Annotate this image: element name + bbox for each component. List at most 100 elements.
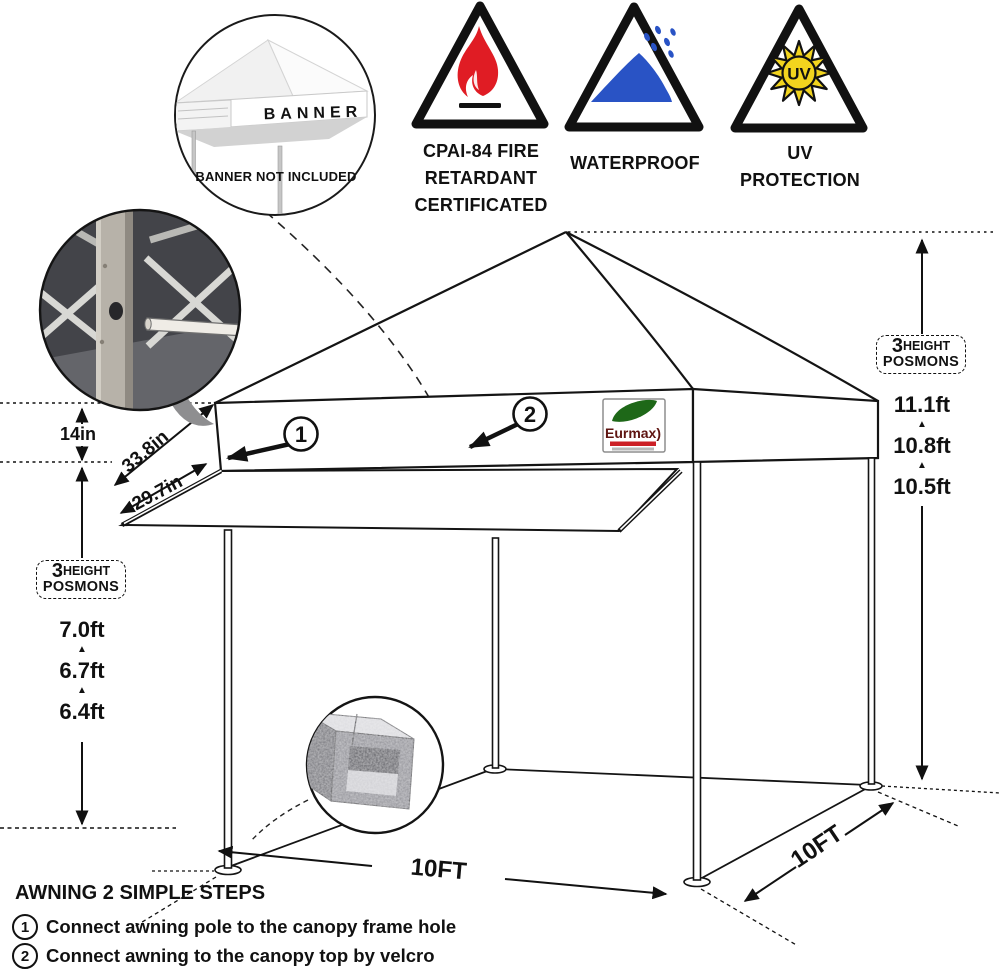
roof-diagonal-label: 33.8in xyxy=(118,426,173,477)
leg-post-highlight xyxy=(96,210,101,410)
callout-1: 1 xyxy=(226,416,319,462)
side-width-arrow-bottom xyxy=(743,866,797,902)
ground-edge-back xyxy=(496,768,869,786)
callout-1-arrow xyxy=(226,441,291,462)
callout-2-circle xyxy=(512,396,548,432)
step-row-2: 2 Connect awning to the canopy top by ve… xyxy=(12,943,435,969)
caret-up-icon: ▲ xyxy=(77,685,87,696)
photo-inset-content xyxy=(40,210,240,410)
flame-shape xyxy=(457,26,499,97)
tube-cavity-floor xyxy=(346,770,398,796)
callout-2-number: 2 xyxy=(524,402,536,427)
height-value: 7.0ft xyxy=(59,617,105,642)
height-word: HEIGHT xyxy=(62,564,111,578)
droplet xyxy=(650,42,658,52)
step-2-text: Connect awning to the canopy top by velc… xyxy=(46,945,435,966)
height-count: 3 xyxy=(51,560,63,582)
positions-word: POSMONS xyxy=(882,354,960,370)
step-1-number-icon: 1 xyxy=(12,914,38,940)
back-left-leg xyxy=(491,537,500,769)
back-right-foot-reference-line xyxy=(881,785,1000,794)
sun-uv-text: UV xyxy=(787,65,811,84)
roof-right-ridge xyxy=(565,231,879,402)
banner-rail-section xyxy=(176,99,232,132)
frame-hole xyxy=(109,302,123,320)
logo-red-bar xyxy=(610,441,656,446)
front-width-arrow-left xyxy=(217,845,373,867)
water-shape xyxy=(591,53,672,102)
dimension-arrows xyxy=(75,238,929,902)
height-values-left: 7.0ft ▲ 6.7ft ▲ 6.4ft xyxy=(36,617,128,724)
roof-front-ridge xyxy=(565,231,694,390)
height-positions-box-left: 3HEIGHT POSMONS xyxy=(36,560,126,599)
valance-height-label: 14in xyxy=(59,424,97,444)
photo-inset-border xyxy=(38,208,242,412)
callout-1-circle xyxy=(283,416,319,452)
photo-floor xyxy=(40,322,240,410)
banner-rail-stripes xyxy=(177,107,229,120)
height-positions-box-right: 3HEIGHT POSMONS xyxy=(876,335,966,374)
caption-line: CPAI-84 FIRE xyxy=(422,141,540,161)
height-value: 10.8ft xyxy=(893,433,951,458)
eurmax-logo: Eurmax) xyxy=(602,398,666,453)
rivet xyxy=(99,339,105,345)
front-right-leg xyxy=(692,461,702,881)
positions-word: POSMONS xyxy=(42,579,120,595)
banner-canopy-underside xyxy=(176,117,367,147)
height-values-right: 11.1ft ▲ 10.8ft ▲ 10.5ft xyxy=(874,392,970,499)
callout-2-arrow xyxy=(468,421,519,450)
leaf-icon xyxy=(612,399,657,422)
valance-right-panel xyxy=(691,387,880,464)
waterproof-icon xyxy=(564,2,704,132)
water-droplets xyxy=(643,25,676,58)
pole-cross-section-inset xyxy=(305,695,445,835)
flame-inner-highlight xyxy=(473,70,479,90)
height-word: HEIGHT xyxy=(902,339,951,353)
caret-up-icon: ▲ xyxy=(77,644,87,655)
step-2-number-icon: 2 xyxy=(12,943,38,969)
canopy-roof xyxy=(214,231,879,404)
uv-protection-icon: UV xyxy=(730,4,868,133)
awning xyxy=(118,467,683,533)
height-positions-line1: 3HEIGHT xyxy=(881,335,961,357)
uv-protection-caption: UV PROTECTION xyxy=(719,140,881,194)
sun-disc xyxy=(781,55,817,91)
awning-right-pole-highlight xyxy=(619,469,683,531)
logo-brand-text: Eurmax) xyxy=(605,425,661,441)
waterproof-caption: WATERPROOF xyxy=(540,150,730,177)
caption-line: PROTECTION xyxy=(739,170,860,190)
caption-line: UV xyxy=(787,143,813,163)
front-width-label: 10FT xyxy=(410,854,468,886)
square-tube xyxy=(307,711,415,810)
fire-retardant-caption: CPAI-84 FIRE RETARDANT CERTIFICATED xyxy=(398,138,564,219)
front-left-foot-diagonal-dashes xyxy=(133,876,217,928)
front-right-foot-diagonal-dashes xyxy=(700,888,799,947)
step-row-1: 1 Connect awning pole to the canopy fram… xyxy=(12,914,456,940)
roof-left-ridge xyxy=(214,231,567,404)
banner-not-included-caption: BANNER NOT INCLUDED xyxy=(195,169,357,184)
pole-section-leader-dashes xyxy=(249,799,309,843)
height-positions-line1: 3HEIGHT xyxy=(41,560,121,582)
droplet xyxy=(643,32,651,42)
droplet xyxy=(654,25,662,35)
back-right-foot-diagonal-dashes xyxy=(877,791,959,827)
awning-pole-end xyxy=(144,317,152,331)
height-count: 3 xyxy=(891,335,903,357)
frame-legs xyxy=(214,457,883,888)
caption-line: CERTIFICATED xyxy=(414,195,548,215)
caption-line: RETARDANT xyxy=(424,168,538,188)
flame-base-bar xyxy=(459,103,501,108)
banner-leg xyxy=(277,145,283,214)
caret-up-icon: ▲ xyxy=(917,419,927,430)
steps-title: AWNING 2 SIMPLE STEPS xyxy=(15,882,266,904)
front-width-arrow-right xyxy=(504,878,668,900)
rivet xyxy=(102,263,108,269)
callout-2: 2 xyxy=(468,396,548,450)
callout-1-number: 1 xyxy=(295,422,307,447)
caret-up-icon: ▲ xyxy=(917,460,927,471)
front-left-leg xyxy=(223,529,233,869)
side-width-arrow-top xyxy=(844,802,895,836)
droplet xyxy=(670,28,676,36)
